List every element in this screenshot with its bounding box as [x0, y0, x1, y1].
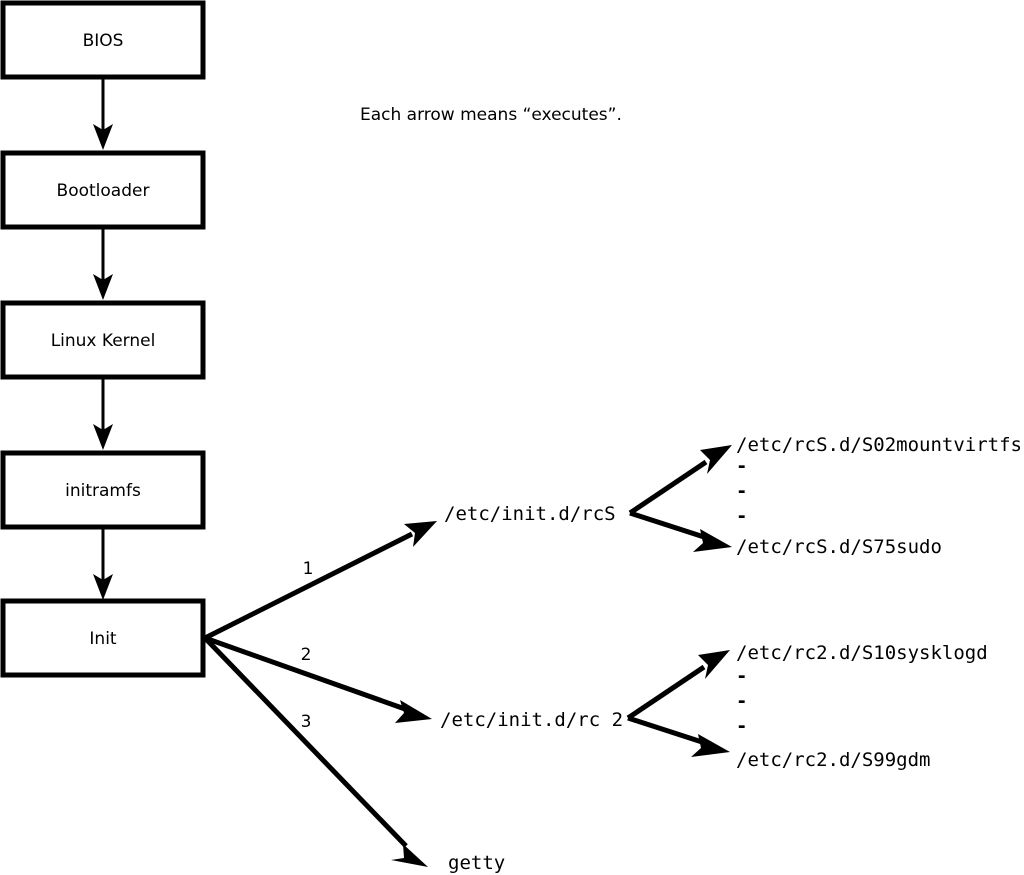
init-branch-1-target-label: /etc/init.d/rcS — [444, 503, 616, 525]
chain-arrow-initramfs-to-init — [93, 527, 113, 600]
init-branch-2-target-label: /etc/init.d/rc 2 — [440, 709, 623, 731]
caption-text: Each arrow means “executes”. — [360, 105, 622, 125]
process-box-init[interactable]: Init — [0, 598, 206, 678]
rcs-script-first-label: /etc/rcS.d/S02mountvirtfs — [736, 434, 1022, 456]
process-box-linux-kernel[interactable]: Linux Kernel — [0, 300, 206, 380]
rcs-ellipsis-dash-3: - — [736, 505, 747, 527]
chain-arrow-kernel-to-initramfs — [93, 377, 113, 450]
process-box-init-label: Init — [89, 629, 117, 649]
rc2-ellipsis-dash-2: - — [736, 690, 747, 712]
init-branch-2-number: 2 — [301, 645, 312, 665]
rcs-branch-last-arrow — [629, 510, 732, 552]
rc2-script-first-label: /etc/rc2.d/S10sysklogd — [736, 642, 988, 664]
rcs-branch-first-arrow — [628, 445, 732, 516]
rcs-ellipsis-dash-1: - — [736, 455, 747, 477]
init-branch-3-number: 3 — [301, 712, 312, 732]
rc2-script-last-label: /etc/rc2.d/S99gdm — [736, 749, 930, 771]
init-branch-2-arrow — [204, 635, 432, 723]
rc2-branch-first-arrow — [626, 650, 730, 721]
process-box-bios-label: BIOS — [83, 31, 124, 51]
process-box-initramfs[interactable]: initramfs — [0, 450, 206, 530]
process-box-bootloader[interactable]: Bootloader — [0, 150, 206, 230]
process-box-bios[interactable]: BIOS — [0, 0, 206, 80]
init-branch-1-number: 1 — [303, 559, 314, 579]
process-box-bootloader-label: Bootloader — [57, 181, 150, 201]
chain-arrow-bios-to-bootloader — [93, 77, 113, 150]
rc2-branch-last-arrow — [627, 715, 730, 757]
rcs-script-last-label: /etc/rcS.d/S75sudo — [736, 536, 942, 558]
process-box-linux-kernel-label: Linux Kernel — [51, 331, 156, 351]
init-branch-3-target-label: getty — [448, 852, 505, 874]
rc2-ellipsis-dash-1: - — [736, 665, 747, 687]
process-box-initramfs-label: initramfs — [65, 481, 141, 501]
chain-arrow-bootloader-to-kernel — [93, 227, 113, 300]
init-branch-3-arrow — [203, 636, 428, 867]
init-branch-1-arrow — [203, 521, 437, 641]
rc2-ellipsis-dash-3: - — [736, 715, 747, 737]
rcs-ellipsis-dash-2: - — [736, 480, 747, 502]
